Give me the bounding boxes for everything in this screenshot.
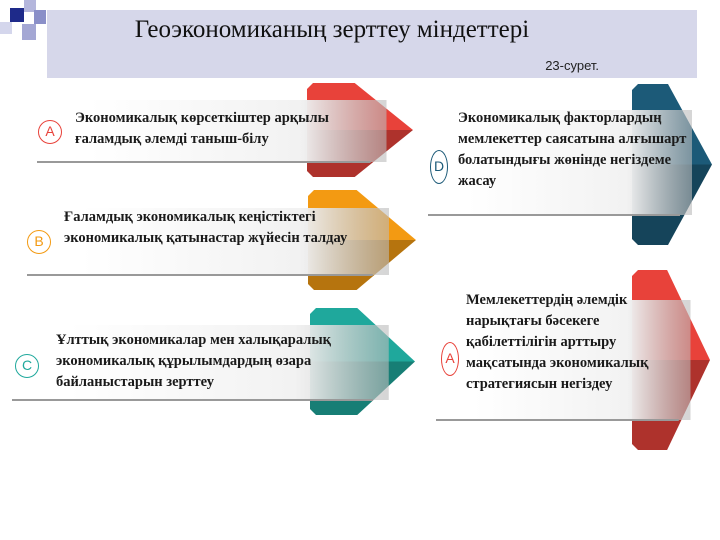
decor-square xyxy=(24,0,36,12)
letter-badge: A xyxy=(38,120,62,144)
page-title: Геоэкономиканың зерттеу міндеттері xyxy=(134,16,530,43)
title-banner: Геоэкономиканың зерттеу міндеттері 23-су… xyxy=(47,10,697,78)
decor-square xyxy=(0,22,12,34)
decor-square xyxy=(34,10,46,24)
task-text: Мемлекеттердің әлемдік нарықтағы бәсекег… xyxy=(466,292,649,392)
text-bar xyxy=(428,110,692,215)
letter-badge: D xyxy=(430,150,448,184)
task-text: Ғаламдық экономикалық кеңістіктегі эконо… xyxy=(64,209,348,246)
text-bar xyxy=(436,300,691,420)
letter-badge: C xyxy=(15,354,39,378)
letter-badge: A xyxy=(441,342,459,376)
text-bar xyxy=(12,325,389,400)
task-text: Ұлттық экономикалар мен халықаралық экон… xyxy=(56,332,332,390)
text-bar xyxy=(37,100,387,162)
task-text: Экономикалық көрсеткіштер арқылы ғаламды… xyxy=(75,110,329,147)
text-bar xyxy=(27,208,389,275)
task-text: Экономикалық факторлардың мемлекеттер са… xyxy=(458,110,687,189)
figure-label: 23-сурет. xyxy=(545,58,599,73)
decor-square xyxy=(22,24,36,40)
decor-square xyxy=(10,8,24,22)
letter-badge: B xyxy=(27,230,51,254)
